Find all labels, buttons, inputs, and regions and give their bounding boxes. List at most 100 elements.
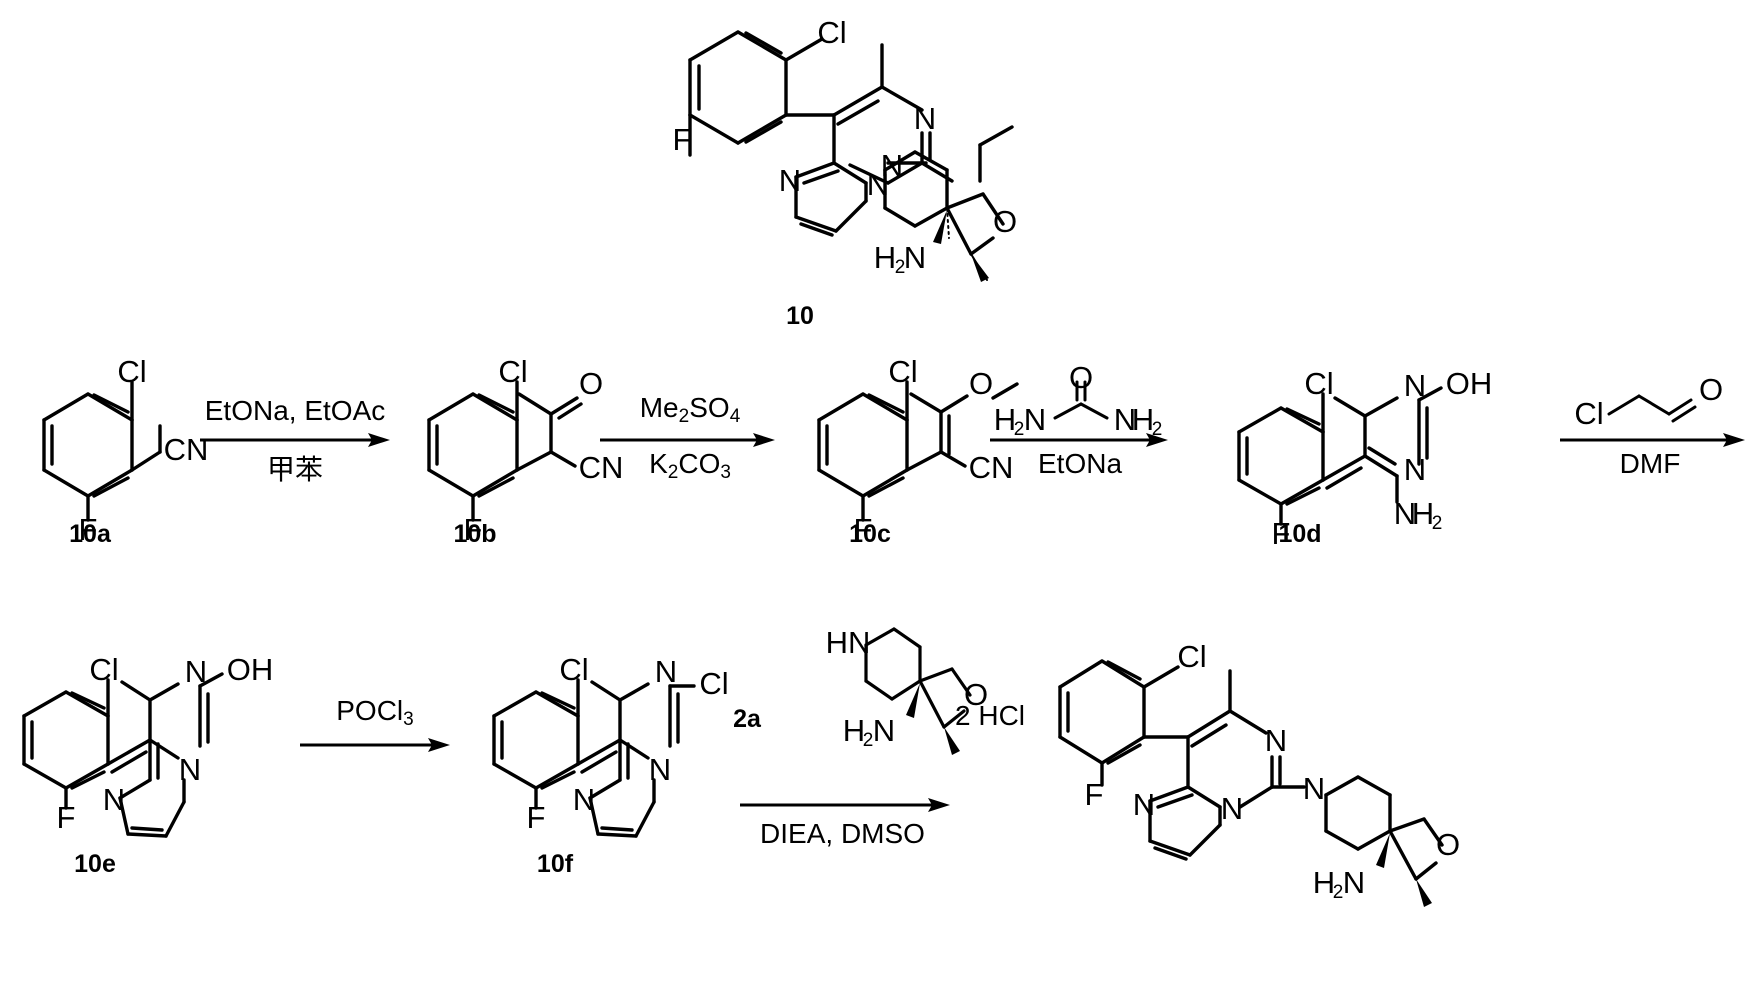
atom-Cl-10d: Cl [1304,366,1333,401]
atom-F-10d: F [1272,516,1291,551]
atom-Cl: Cl [817,15,846,50]
compound-10f-structure: Cl F N N N Cl [480,650,730,850]
atom-CN-10a: CN [164,432,209,467]
atom-O-10b: O [579,366,603,401]
reagent-chloroacetaldehyde-structure: Cl O [1555,372,1745,431]
formula-me2so4-sub2: 4 [729,406,741,427]
svg-text:H: H [1313,865,1335,900]
atom-N1-10e: N [185,654,207,689]
atom-HN-2a: HN [826,625,871,660]
formula-k2co3-base1: K [649,448,668,479]
atom-O-2a: O [964,677,988,712]
atom-F-10b: F [464,512,483,547]
stereo-wedge-methyl-final [1416,879,1432,907]
reaction-arrow-3 [990,430,1168,450]
atom-N-imid-10f: N [573,782,595,817]
svg-text:2: 2 [1333,882,1344,903]
atom-F-10a: F [79,512,98,547]
compound-10d-structure: Cl F N N OH N H 2 [1225,360,1492,551]
reagent-below-arrow-2: K2CO3 [595,448,785,484]
atom-N1-10f: N [655,654,677,689]
svg-text:2: 2 [863,730,874,751]
atom-CN-10c: CN [969,450,1014,485]
atom-H2N-urea: H 2 N [994,402,1046,440]
compound-label-10a: 10a [69,520,111,548]
atom-O-10c: O [969,366,993,401]
atom-H2N-2a: H 2 N [843,713,895,751]
formula-k2co3-sub2: 3 [720,462,731,483]
atom-CN-10b: CN [579,450,624,485]
atom-N-imid-final: N [1133,787,1155,822]
svg-text:N: N [904,240,926,275]
svg-text:H: H [1132,402,1154,437]
atom-Cl-final: Cl [1177,639,1206,674]
atom-N3-10d: N [1404,452,1426,487]
atom-F-final: F [1085,777,1104,812]
svg-text:2: 2 [895,257,906,278]
stereo-wedge-amine-2a [906,683,920,718]
atom-N1-final: N [1265,723,1287,758]
atom-O-reagent: O [1699,372,1723,407]
atom-Cl-10c: Cl [888,354,917,389]
reaction-arrow-2 [600,430,775,450]
atom-F-10e: F [57,800,76,835]
compound-10c-structure: Cl F O CN [795,354,1019,547]
atom-Cl-pyrim-10f: Cl [699,666,728,701]
formula-k2co3-base2: CO [678,448,721,479]
svg-text:N: N [873,713,895,748]
formula-k2co3-sub1: 2 [667,462,679,483]
atom-H2N: H 2 N [874,240,926,278]
formula-me2so4-sub1: 2 [678,406,690,427]
stereo-wedge-methyl-2a [944,727,960,755]
compound-10e-structure: Cl F N N N OH [10,650,273,850]
atom-NH2-10d: N H 2 [1394,496,1442,534]
atom-F-10c: F [854,512,873,547]
atom-N-bridge-final: N [1221,791,1243,826]
atom-O-urea: O [1069,360,1093,395]
reagent-below-arrow-6: DIEA, DMSO [760,818,925,849]
svg-text:H: H [994,402,1016,437]
reagent-above-arrow-2: Me2SO4 [595,392,785,428]
reagent-hcl-equivalents: 2 HCl [955,700,1026,731]
atom-NH2-urea: N H 2 [1114,402,1162,440]
formula-me2so4-base2: SO [689,392,730,423]
reagent-urea-structure: O H 2 N N H 2 [985,360,1175,440]
atom-O-thf-final: O [1436,827,1460,862]
atom-Cl-10a: Cl [117,354,146,389]
atom-F: F [673,122,692,157]
svg-text:2: 2 [1152,419,1163,440]
atom-F-10f: F [527,800,546,835]
atom-OH-10e: OH [227,652,274,687]
stereo-wedge-methyl [971,254,989,282]
reaction-arrow-5 [300,735,450,755]
atom-N-bridge-10e: N [179,752,201,787]
atom-N-imid: N [779,163,801,198]
compound-10a-structure: Cl F CN [20,354,208,547]
reagent-2a-structure: HN O H 2 N [820,615,1010,795]
atom-OH-10d: OH [1446,366,1493,401]
compound-label-10: 10 [786,302,814,330]
compound-10-spiro-part: O N H 2 N [855,120,1085,320]
atom-N-pip: N [881,148,903,183]
reaction-arrow-1 [200,430,390,450]
svg-text:2: 2 [1014,419,1025,440]
compound-label-10c: 10c [849,520,891,548]
atom-Cl-aryl-10f: Cl [559,652,588,687]
atom-N: N [914,101,936,136]
atom-Cl-10e: Cl [89,652,118,687]
atom-O-thf: O [993,204,1017,239]
svg-text:N: N [1343,865,1365,900]
compound-label-10d: 10d [1278,520,1322,548]
formula-pocl3-base: POCl [336,695,404,726]
compound-10b-structure: Cl F O CN [405,354,623,547]
svg-text:N: N [1114,402,1136,437]
atom-Cl-10b: Cl [498,354,527,389]
atom-N-bridge-10f: N [649,752,671,787]
svg-text:H: H [874,240,896,275]
reaction-arrow-4 [1560,430,1745,450]
reagent-below-arrow-3: EtONa [1037,448,1123,479]
svg-text:N: N [1394,496,1416,531]
formula-pocl3-sub: 3 [403,709,414,730]
stereo-wedge-amine-final [1376,833,1390,868]
svg-text:N: N [1024,402,1046,437]
